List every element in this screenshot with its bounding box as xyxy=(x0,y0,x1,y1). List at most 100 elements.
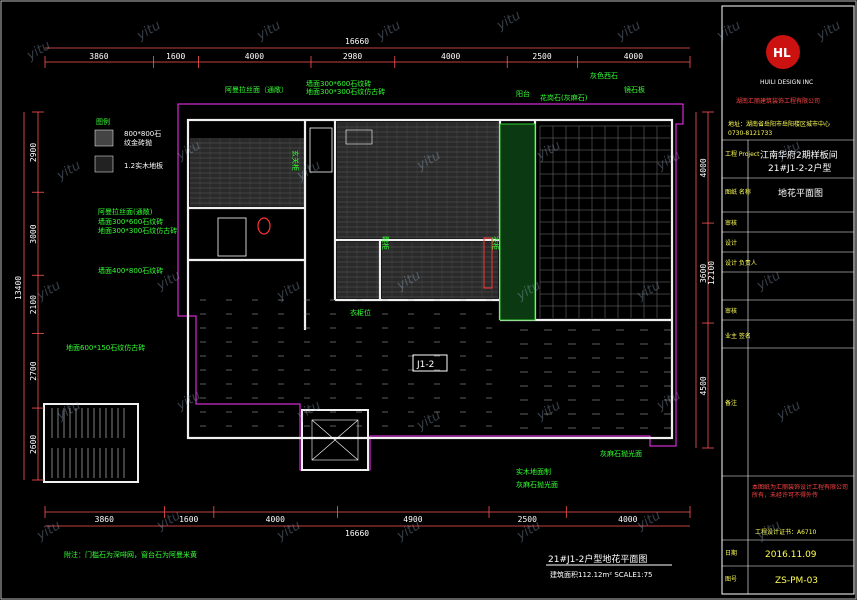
dim-left-seg-0: 2900 xyxy=(29,143,38,162)
label-entry-cabinet: 玄关柜 xyxy=(291,150,300,171)
label-date: 日期 xyxy=(725,549,737,557)
watermark-4: yitu xyxy=(494,8,524,34)
bath-fixture xyxy=(217,217,247,257)
dim-top-seg-5: 2500 xyxy=(532,52,551,61)
note-bottom-right-1: 实木地面制 xyxy=(516,467,551,476)
dim-right-seg-1: 3600 xyxy=(699,264,708,283)
drawing-date: 2016.11.09 xyxy=(765,550,817,560)
company-en: HUILI DESIGN INC xyxy=(760,79,813,86)
watermark-13: yitu xyxy=(654,148,684,174)
balcony-green-zone xyxy=(499,123,536,321)
label-project: 工程 Project xyxy=(725,150,760,158)
unit-tag: J1-2 xyxy=(416,360,434,370)
dim-top-seg-2: 4000 xyxy=(245,52,264,61)
tb-row-3: 设计 负责人 xyxy=(725,259,757,267)
watermark-0: yitu xyxy=(24,38,54,64)
tb-row-1: 审核 xyxy=(725,219,737,227)
watermark-27: yitu xyxy=(654,388,684,414)
watermark-29: yitu xyxy=(34,518,64,544)
watermark-26: yitu xyxy=(534,398,564,424)
drawing-name: 地花平面图 xyxy=(778,187,823,199)
tb-row-4: 审核 xyxy=(725,307,737,315)
tb-row-2: 设计 xyxy=(725,239,737,247)
label-drawing-name: 图纸 名称 xyxy=(725,188,751,196)
dim-top-total: 16660 xyxy=(345,37,369,46)
watermark-1: yitu xyxy=(134,18,164,44)
dim-right-seg-2: 4500 xyxy=(699,376,708,395)
note-bottom-right-3: 灰麻石抛光面 xyxy=(600,449,642,458)
label-drawing-no: 图号 xyxy=(725,576,737,583)
dim-bottom-seg-3: 4900 xyxy=(403,515,422,524)
dim-right-seg-0: 4000 xyxy=(699,158,708,177)
dim-left-seg-2: 2100 xyxy=(29,295,38,314)
elevator-shaft xyxy=(301,409,369,471)
design-cert: 工程设计证书：A6710 xyxy=(755,528,817,536)
drawing-no: ZS-PM-03 xyxy=(775,576,818,586)
cabinet-red xyxy=(483,237,493,289)
legend-tile-swatch xyxy=(94,129,114,147)
dim-top-seg-3: 2980 xyxy=(343,52,362,61)
label-remark: 备注 xyxy=(725,399,737,407)
title-block xyxy=(721,5,855,595)
dim-bottom-seg-5: 4000 xyxy=(618,515,637,524)
legend-wood-label: 1.2实木地板 xyxy=(124,161,163,170)
dim-top-seg-6: 4000 xyxy=(624,52,643,61)
watermark-6: yitu xyxy=(714,18,744,44)
project-unit: 21#J1-2-2户型 xyxy=(768,162,831,174)
note-left-mid-2: 墙面300*600石纹砖 xyxy=(98,217,163,226)
top-dimensions: 16660 xyxy=(45,37,690,63)
note-left-mid-1: 阿曼拉丝面(通敞) xyxy=(98,207,153,216)
dim-top-seg-1: 1600 xyxy=(166,52,185,61)
left-dimensions: 13400 xyxy=(14,112,39,480)
confidential-notice: 本图纸为汇丽装饰设计工程有限公司所有，未经许可不得外传 xyxy=(752,484,849,499)
note-bottom-right-2: 灰麻石抛光面 xyxy=(516,480,558,489)
tile-hatch xyxy=(190,122,499,298)
note-top-right-2: 镜石板 xyxy=(624,85,645,94)
legend-tile-label-2: 纹金砖抛 xyxy=(124,138,152,147)
dim-top-seg-0: 3860 xyxy=(89,52,108,61)
dim-left-seg-3: 2700 xyxy=(29,361,38,380)
dim-bottom-total: 16660 xyxy=(345,529,369,538)
label-shoe-cabinet: 鞋柜 xyxy=(381,236,390,250)
note-top-mid-2: 地面300*300石纹仿古砖 xyxy=(306,87,385,96)
dim-bottom-seg-2: 4000 xyxy=(266,515,285,524)
dim-right-total: 12100 xyxy=(707,261,716,285)
label-wardrobe: 衣柜 xyxy=(491,236,500,250)
company-cn: 湖南汇丽建筑装饰工程有限公司 xyxy=(736,97,820,105)
dim-left-total: 13400 xyxy=(14,276,23,300)
right-dimensions: 12100 xyxy=(695,112,716,448)
bottom-dimensions: 16660 xyxy=(45,511,690,538)
company-logo-icon xyxy=(766,35,800,69)
company-address: 地址：湖南省岳阳市岳阳楼区城市中心 xyxy=(728,120,830,128)
magenta-outline xyxy=(177,103,684,471)
note-top-right-1: 灰色西石 xyxy=(590,71,618,80)
watermark-5: yitu xyxy=(614,18,644,44)
dim-left-seg-1: 3000 xyxy=(29,224,38,243)
note-top-mid-1: 墙面300*600石纹砖 xyxy=(306,79,371,88)
note-top-left: 阿曼拉丝面（通敞） xyxy=(225,85,288,94)
footnote: 附注：门槛石为深啡网，窗台石为阿曼米黄 xyxy=(64,550,197,559)
label-cabinet-position: 衣柜位 xyxy=(350,308,371,317)
dim-top-seg-4: 4000 xyxy=(441,52,460,61)
note-balcony: 阳台 xyxy=(516,89,530,98)
stair-steps xyxy=(51,408,125,478)
shower-fixture xyxy=(309,127,333,173)
note-right-band: 花岗石(灰麻石) xyxy=(540,93,588,102)
watermark-3: yitu xyxy=(374,18,404,44)
watermark-8: yitu xyxy=(54,158,84,184)
drawing-title: 21#J1-2户型地花平面图 xyxy=(548,553,647,565)
company-tel: 0730-8121733 xyxy=(728,130,772,137)
legend-tile-label: 800*800石 xyxy=(124,130,161,138)
svg-text:HL: HL xyxy=(773,46,791,60)
project-name: 江南华府2期样板间 xyxy=(760,149,838,161)
elevator-car xyxy=(311,419,359,461)
toilet-icon xyxy=(257,217,271,235)
legend-title: 图例 xyxy=(96,117,110,126)
right-room-grid xyxy=(200,125,672,429)
note-left-mid-4: 墙面400*800石纹砖 xyxy=(98,266,163,275)
dim-bottom-seg-4: 2500 xyxy=(518,515,537,524)
note-left-low: 地面600*150石纹仿古砖 xyxy=(66,343,145,352)
